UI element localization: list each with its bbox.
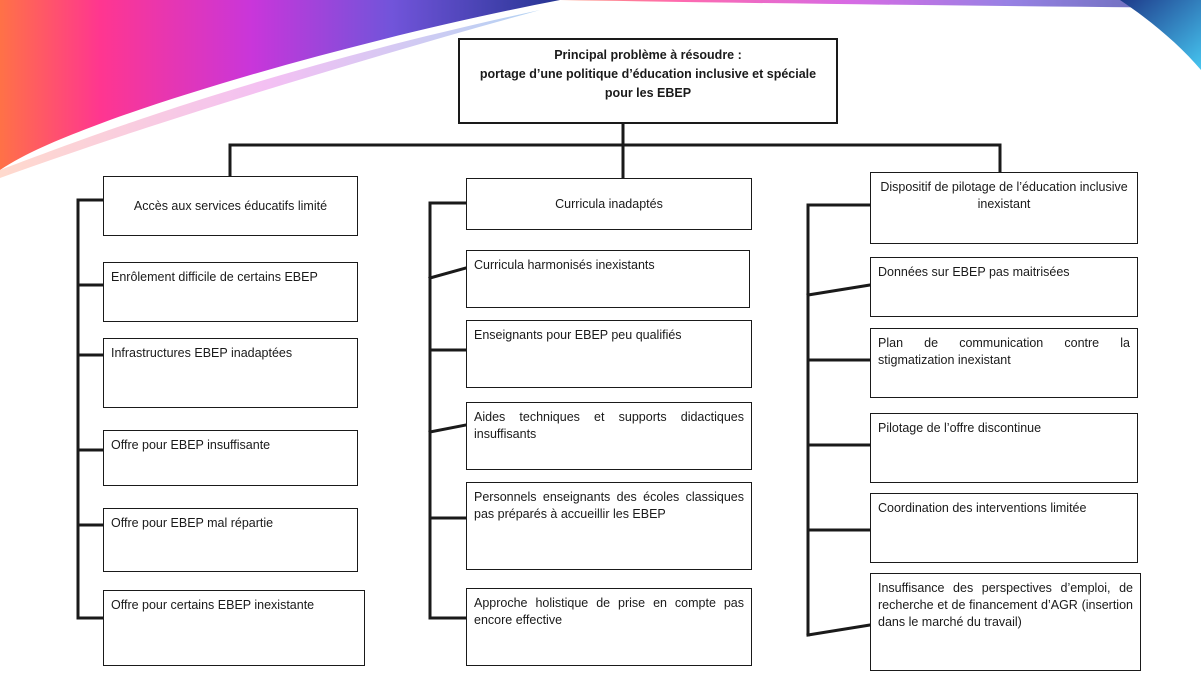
cause-box: Pilotage de l’offre discontinue (870, 413, 1138, 483)
cause-text: Curricula harmonisés inexistants (474, 258, 655, 272)
cause-text: Données sur EBEP pas maitrisées (878, 265, 1070, 279)
cause-text: Infrastructures EBEP inadaptées (111, 346, 293, 360)
cause-box: Offre pour EBEP insuffisante (103, 430, 358, 486)
branch-heading-pilotage: Dispositif de pilotage de l’éducation in… (870, 172, 1138, 244)
branch-heading-text: Curricula inadaptés (555, 196, 663, 211)
cause-text: Offre pour EBEP insuffisante (111, 438, 271, 452)
cause-box: Personnels enseignants des écoles classi… (466, 482, 752, 570)
root-problem-box: Principal problème à résoudre : portage … (458, 38, 838, 124)
cause-box: Approche holistique de prise en compte p… (466, 588, 752, 666)
cause-box: Infrastructures EBEP inadaptées (103, 338, 358, 408)
cause-text: Plan de communication contre la stigmati… (878, 336, 1130, 367)
branch-heading-access: Accès aux services éducatifs limité (103, 176, 358, 236)
cause-text: Coordination des interventions limitée (878, 501, 1087, 515)
cause-text: Enseignants pour EBEP peu qualifiés (474, 328, 682, 342)
cause-text: Offre pour EBEP mal répartie (111, 516, 274, 530)
cause-text: Personnels enseignants des écoles classi… (474, 490, 744, 521)
cause-text: Approche holistique de prise en compte p… (474, 596, 744, 627)
cause-box: Coordination des interventions limitée (870, 493, 1138, 563)
cause-box: Aides techniques et supports didactiques… (466, 402, 752, 470)
root-problem-title: Principal problème à résoudre : (554, 48, 742, 62)
cause-box: Données sur EBEP pas maitrisées (870, 257, 1138, 317)
cause-text: Aides techniques et supports didactiques… (474, 410, 744, 441)
cause-box: Plan de communication contre la stigmati… (870, 328, 1138, 398)
branch-heading-curricula: Curricula inadaptés (466, 178, 752, 230)
cause-box: Curricula harmonisés inexistants (466, 250, 750, 308)
cause-text: Pilotage de l’offre discontinue (878, 421, 1042, 435)
cause-box: Offre pour certains EBEP inexistante (103, 590, 365, 666)
cause-text: Insuffisance des perspectives d’emploi, … (878, 581, 1133, 629)
cause-text: Offre pour certains EBEP inexistante (111, 598, 315, 612)
cause-box: Enrôlement difficile de certains EBEP (103, 262, 358, 322)
cause-text: Enrôlement difficile de certains EBEP (111, 270, 318, 284)
branch-heading-text: Accès aux services éducatifs limité (133, 198, 328, 213)
cause-box: Offre pour EBEP mal répartie (103, 508, 358, 572)
cause-box: Enseignants pour EBEP peu qualifiés (466, 320, 752, 388)
branch-heading-text: Dispositif de pilotage de l’éducation in… (880, 180, 1128, 211)
root-problem-subtitle: portage d’une politique d’éducation incl… (479, 66, 817, 100)
cause-box: Insuffisance des perspectives d’emploi, … (870, 573, 1141, 671)
